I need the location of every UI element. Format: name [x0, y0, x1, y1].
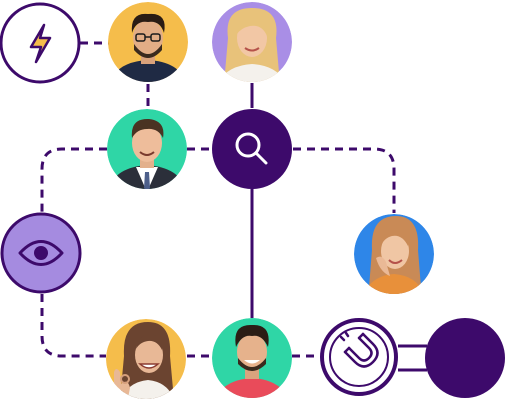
search-icon: [235, 132, 268, 165]
connector-search-woman-hand: [293, 147, 396, 213]
eye-icon: [18, 240, 64, 266]
avatar-woman-hand-face: [354, 214, 434, 294]
connector-eye-woman-wink: [40, 294, 106, 358]
eye-node: [0, 212, 82, 294]
connector-man-suit-eye: [40, 147, 107, 212]
avatar-man-glasses: [108, 2, 188, 82]
lightning-node: [0, 2, 81, 84]
magnet-icon: [339, 331, 379, 368]
avatar-man-smiling: [212, 318, 292, 398]
avatar-woman-wink-ok: [106, 319, 186, 399]
solid-node: [425, 318, 505, 398]
magnet-node: [320, 318, 398, 396]
connector-lines: [40, 41, 427, 372]
lightning-icon: [29, 23, 52, 64]
avatar-man-suit: [107, 109, 187, 189]
avatar-woman-blonde: [212, 2, 292, 82]
search-node: [212, 109, 292, 189]
